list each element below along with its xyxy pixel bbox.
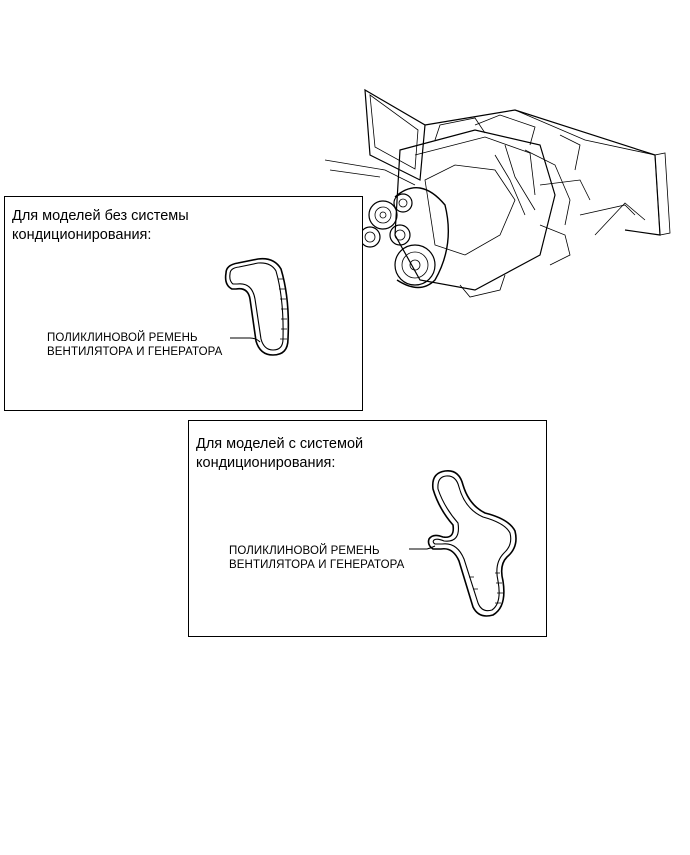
fan-alternator-belt-icon [224,257,290,356]
callout-leader-line [409,545,436,550]
belt-callout-label: ПОЛИКЛИНОВОЙ РЕМЕНЬ ВЕНТИЛЯТОРА И ГЕНЕРА… [47,332,223,358]
fan-alternator-belt-icon [427,469,517,617]
callout-leader-line [230,337,261,343]
panel-without-ac: Для моделей без системы кондиционировани… [4,196,363,411]
belt-callout-label: ПОЛИКЛИНОВОЙ РЕМЕНЬ ВЕНТИЛЯТОРА И ГЕНЕРА… [229,545,405,571]
panel-heading: Для моделей без системы кондиционировани… [12,208,189,243]
panel-with-ac: Для моделей с системой кондиционирования… [188,420,547,637]
engine-illustration [324,88,671,298]
panel-heading: Для моделей с системой кондиционирования… [196,436,364,471]
